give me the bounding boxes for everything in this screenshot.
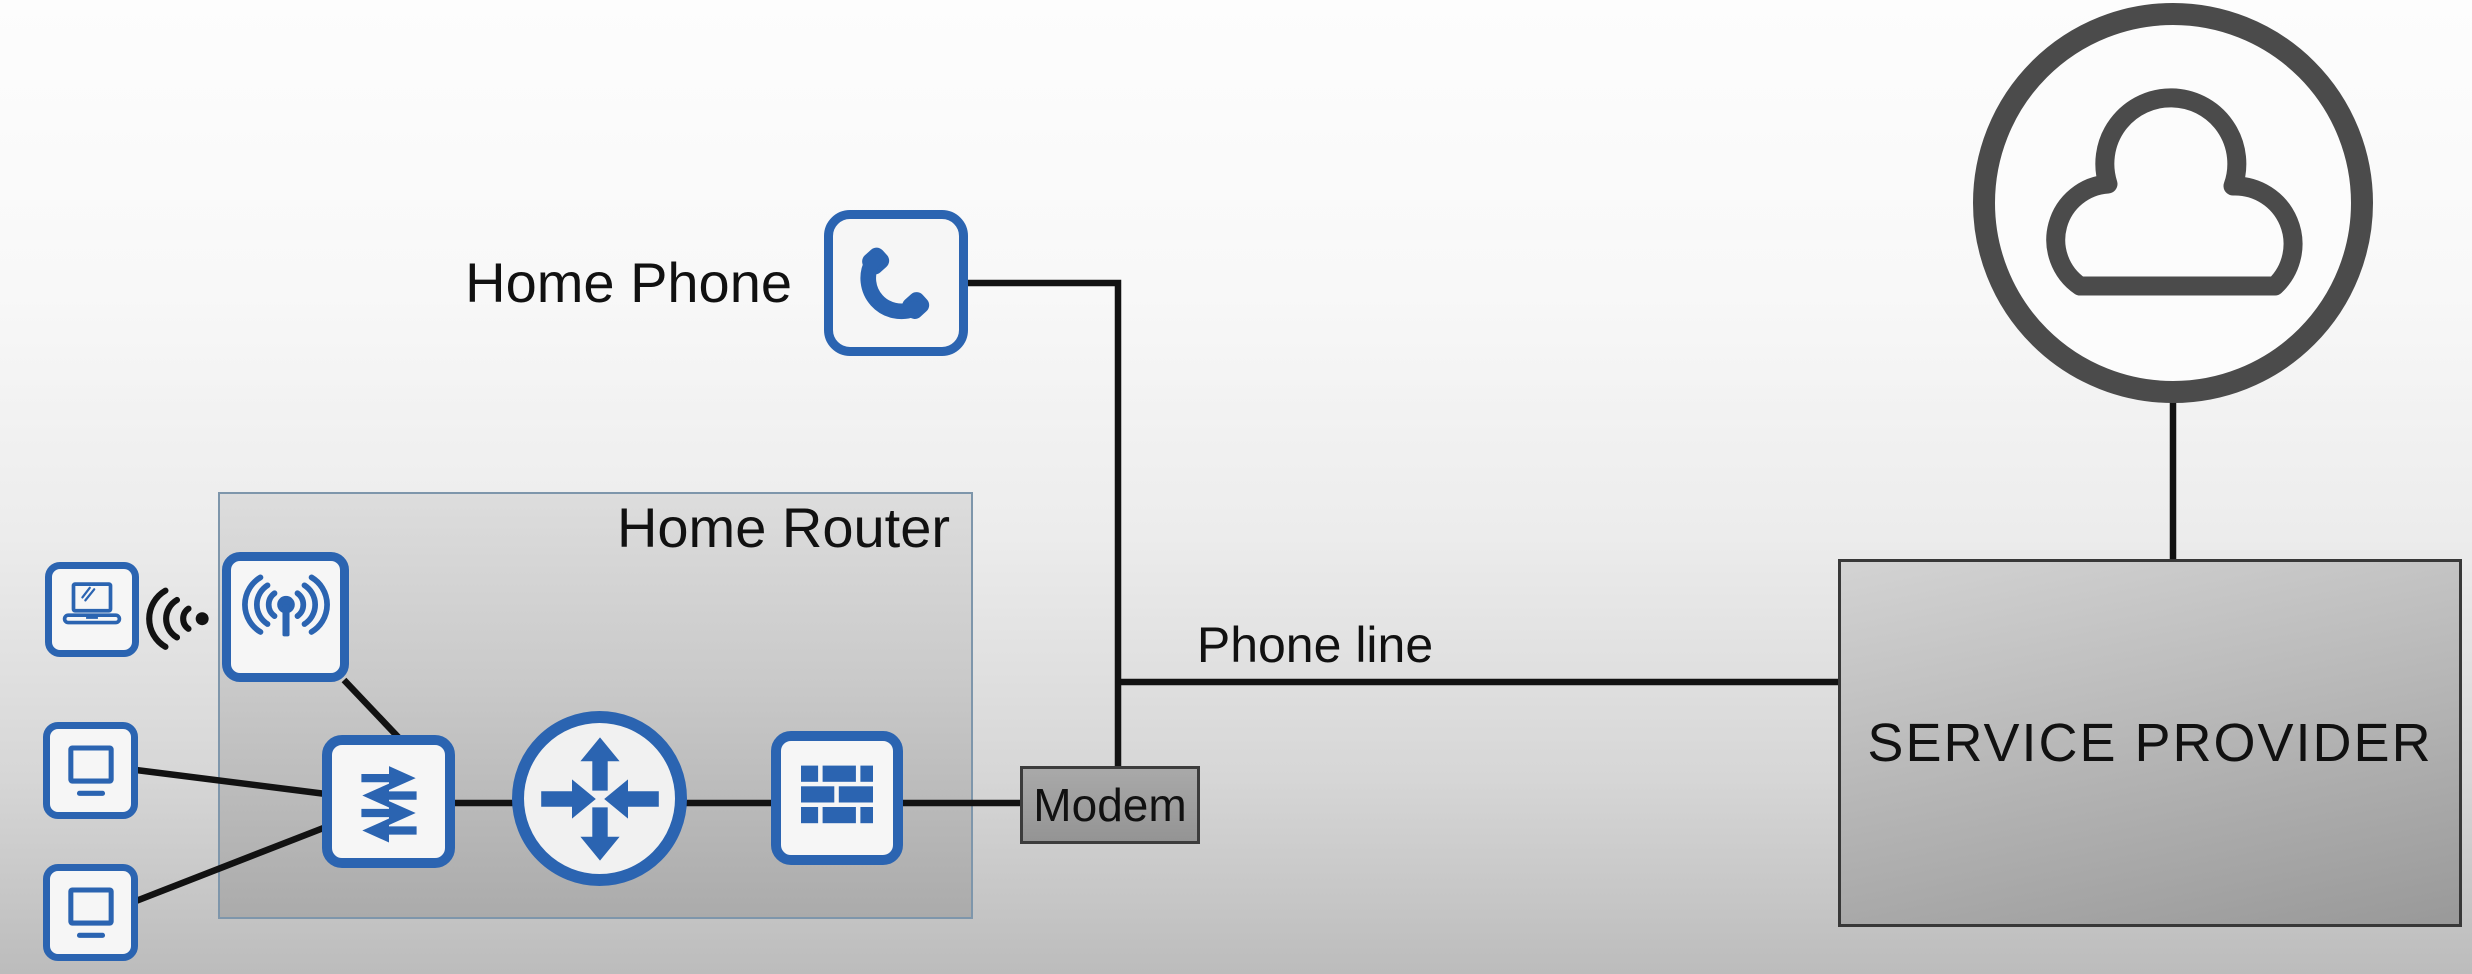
home-router-label: Home Router — [616, 496, 950, 559]
router-icon — [540, 736, 659, 861]
switch-node — [322, 735, 455, 868]
wifi-signal-icon — [146, 582, 218, 654]
internet-cloud-icon — [1973, 3, 2373, 403]
phone-to-modem-line — [966, 279, 1122, 768]
firewall-node — [771, 731, 903, 865]
home-phone-label: Home Phone — [465, 251, 792, 314]
service-provider-box: SERVICE PROVIDER — [1838, 559, 2462, 927]
laptop-icon — [62, 581, 122, 624]
service-provider-label: SERVICE PROVIDER — [1867, 713, 2433, 773]
monitor1-to-switch-line — [135, 766, 327, 798]
telephone-handset-icon — [860, 247, 930, 320]
desktop-monitor-icon — [67, 744, 114, 796]
modem-box: Modem — [1020, 766, 1200, 844]
monitor2-to-switch-line — [134, 823, 328, 905]
wireless-laptop-node — [45, 562, 139, 657]
desktop-computer-node — [43, 864, 138, 961]
router-node — [512, 711, 687, 886]
home-phone-node — [824, 210, 968, 356]
wireless-ap-node — [222, 552, 349, 682]
phone-line-label: Phone line — [1196, 617, 1434, 673]
desktop-monitor-icon — [67, 886, 114, 938]
ap-to-switch-line — [341, 677, 402, 741]
firewall-icon — [801, 765, 873, 824]
ethernet-switch-icon — [360, 765, 417, 842]
wireless-access-point-icon — [241, 574, 330, 637]
desktop-computer-node — [43, 722, 138, 819]
internet-cloud-node — [1967, 0, 2379, 406]
modem-label: Modem — [1033, 779, 1187, 831]
